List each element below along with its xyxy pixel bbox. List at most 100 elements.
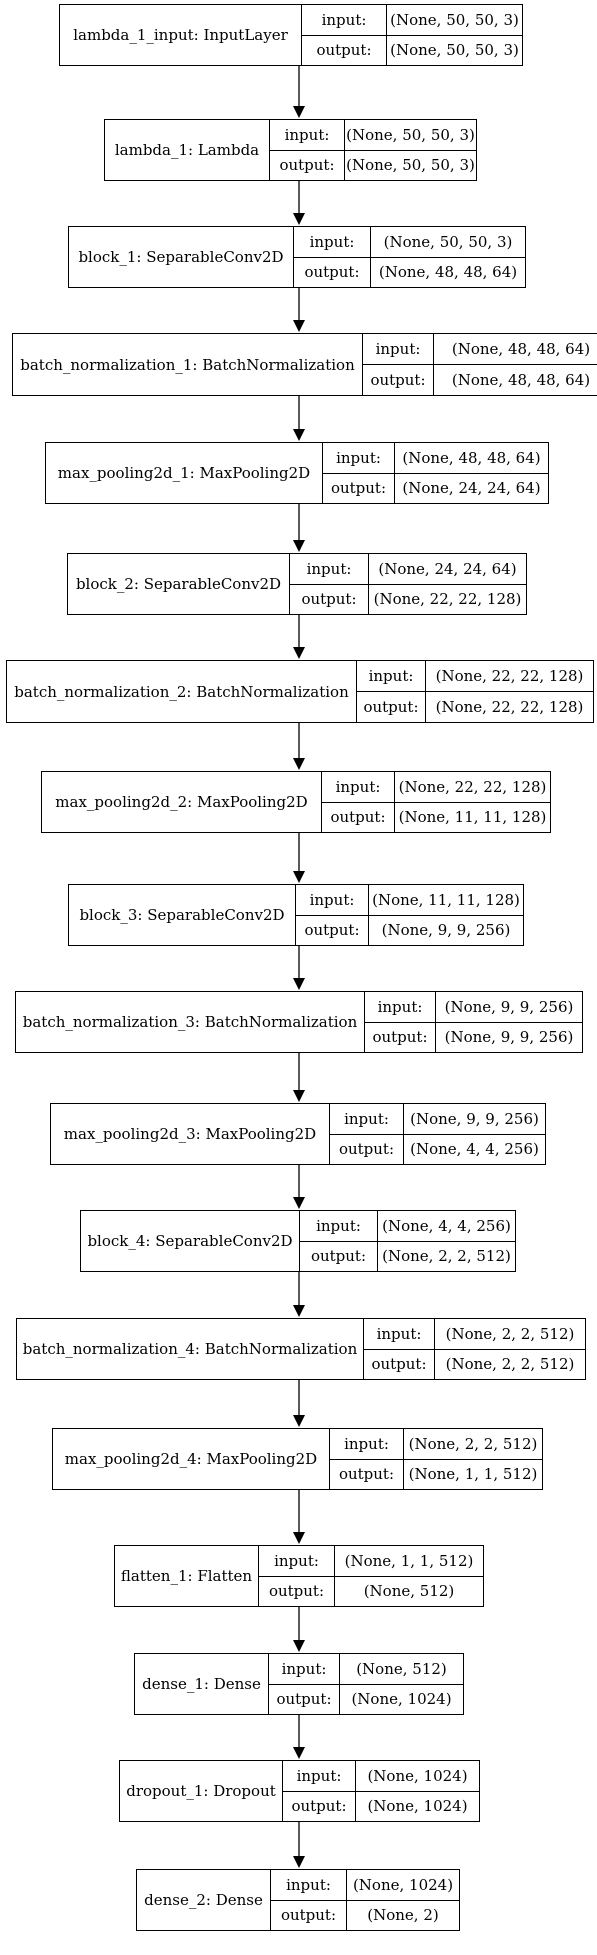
output-shape: (None, 4, 4, 256) <box>410 1140 539 1159</box>
output-label: output: <box>338 1140 395 1159</box>
arrowhead-icon <box>293 1640 305 1652</box>
input-label: input: <box>296 885 368 916</box>
arrowhead-icon <box>293 320 305 332</box>
input-shape: (None, 22, 22, 128) <box>426 661 593 692</box>
output-shape: (None, 1024) <box>367 1797 468 1816</box>
input-shape: (None, 24, 24, 64) <box>369 554 526 585</box>
layer-name: block_2: SeparableConv2D <box>68 554 290 614</box>
output-label: output: <box>330 808 386 827</box>
layer-name: dense_2: Dense <box>137 1870 271 1930</box>
layer-name: flatten_1: Flatten <box>115 1546 259 1606</box>
layer-name: dense_1: Dense <box>135 1654 269 1714</box>
layer-name: batch_normalization_3: BatchNormalizatio… <box>16 992 365 1052</box>
layer-name: batch_normalization_2: BatchNormalizatio… <box>7 661 357 722</box>
output-shape: (None, 50, 50, 3) <box>390 41 519 60</box>
layer-node: batch_normalization_4: BatchNormalizatio… <box>16 1318 586 1380</box>
layer-name: block_3: SeparableConv2D <box>69 885 296 945</box>
input-label: input: <box>302 5 386 36</box>
output-label: output: <box>304 921 360 940</box>
input-label: input: <box>357 661 425 692</box>
input-label: input: <box>363 334 433 365</box>
input-label: input: <box>322 772 394 803</box>
input-shape: (None, 48, 48, 64) <box>395 443 548 474</box>
layer-name: max_pooling2d_3: MaxPooling2D <box>51 1104 330 1164</box>
output-shape: (None, 9, 9, 256) <box>444 1028 574 1047</box>
input-shape: (None, 1, 1, 512) <box>335 1546 483 1577</box>
arrowhead-icon <box>293 540 305 552</box>
input-shape: (None, 22, 22, 128) <box>395 772 550 803</box>
layer-name: batch_normalization_4: BatchNormalizatio… <box>17 1319 364 1379</box>
output-shape: (None, 22, 22, 128) <box>435 698 584 716</box>
output-shape: (None, 2) <box>367 1906 439 1925</box>
layer-node: batch_normalization_3: BatchNormalizatio… <box>15 991 583 1053</box>
layer-name: max_pooling2d_1: MaxPooling2D <box>46 443 323 503</box>
output-label: output: <box>370 371 426 389</box>
layer-node: batch_normalization_2: BatchNormalizatio… <box>6 660 594 723</box>
output-shape: (None, 1024) <box>351 1690 452 1709</box>
input-shape: (None, 1024) <box>356 1761 479 1792</box>
input-label: input: <box>271 1870 346 1901</box>
layer-name: lambda_1: Lambda <box>105 120 270 180</box>
output-label: output: <box>301 590 357 609</box>
layer-node: batch_normalization_1: BatchNormalizatio… <box>12 333 597 396</box>
input-shape: (None, 11, 11, 128) <box>369 885 523 916</box>
input-label: input: <box>290 554 368 585</box>
input-shape: (None, 1024) <box>347 1870 459 1901</box>
output-label: output: <box>280 1906 337 1925</box>
input-label: input: <box>330 1429 403 1460</box>
output-label: output: <box>304 263 360 282</box>
input-shape: (None, 9, 9, 256) <box>436 992 582 1023</box>
input-shape: (None, 2, 2, 512) <box>404 1429 542 1460</box>
output-label: output: <box>371 1355 427 1374</box>
input-label: input: <box>294 227 370 258</box>
input-label: input: <box>270 120 344 151</box>
input-shape: (None, 512) <box>340 1654 463 1685</box>
output-label: output: <box>330 479 387 498</box>
input-label: input: <box>283 1761 355 1792</box>
output-label: output: <box>276 1690 332 1709</box>
arrowhead-icon <box>293 1197 305 1209</box>
input-label: input: <box>259 1546 334 1577</box>
layer-name: batch_normalization_1: BatchNormalizatio… <box>13 334 363 395</box>
arrowhead-icon <box>293 978 305 990</box>
layer-name: block_4: SeparableConv2D <box>81 1211 300 1271</box>
arrowhead-icon <box>293 871 305 883</box>
input-shape: (None, 2, 2, 512) <box>435 1319 585 1350</box>
arrowhead-icon <box>293 1747 305 1759</box>
output-shape: (None, 48, 48, 64) <box>451 371 591 389</box>
arrowhead-icon <box>293 758 305 770</box>
arrowhead-icon <box>293 429 305 441</box>
output-shape: (None, 50, 50, 3) <box>346 156 475 175</box>
output-shape: (None, 2, 2, 512) <box>445 1355 575 1374</box>
input-shape: (None, 50, 50, 3) <box>371 227 525 258</box>
output-label: output: <box>338 1465 395 1484</box>
output-label: output: <box>279 156 335 175</box>
layer-name: lambda_1_input: InputLayer <box>60 5 302 65</box>
input-label: input: <box>323 443 394 474</box>
arrowhead-icon <box>293 106 305 118</box>
input-label: input: <box>300 1211 377 1242</box>
output-label: output: <box>316 41 372 60</box>
layer-name: max_pooling2d_4: MaxPooling2D <box>53 1429 330 1489</box>
output-label: output: <box>363 698 419 716</box>
input-shape: (None, 9, 9, 256) <box>404 1104 545 1135</box>
arrowhead-icon <box>293 213 305 225</box>
output-shape: (None, 11, 11, 128) <box>398 808 547 827</box>
output-shape: (None, 1, 1, 512) <box>408 1465 538 1484</box>
layer-name: max_pooling2d_2: MaxPooling2D <box>42 772 322 832</box>
arrowhead-icon <box>293 1305 305 1317</box>
output-shape: (None, 22, 22, 128) <box>373 590 522 609</box>
output-shape: (None, 9, 9, 256) <box>381 921 511 940</box>
input-shape: (None, 50, 50, 3) <box>387 5 522 36</box>
